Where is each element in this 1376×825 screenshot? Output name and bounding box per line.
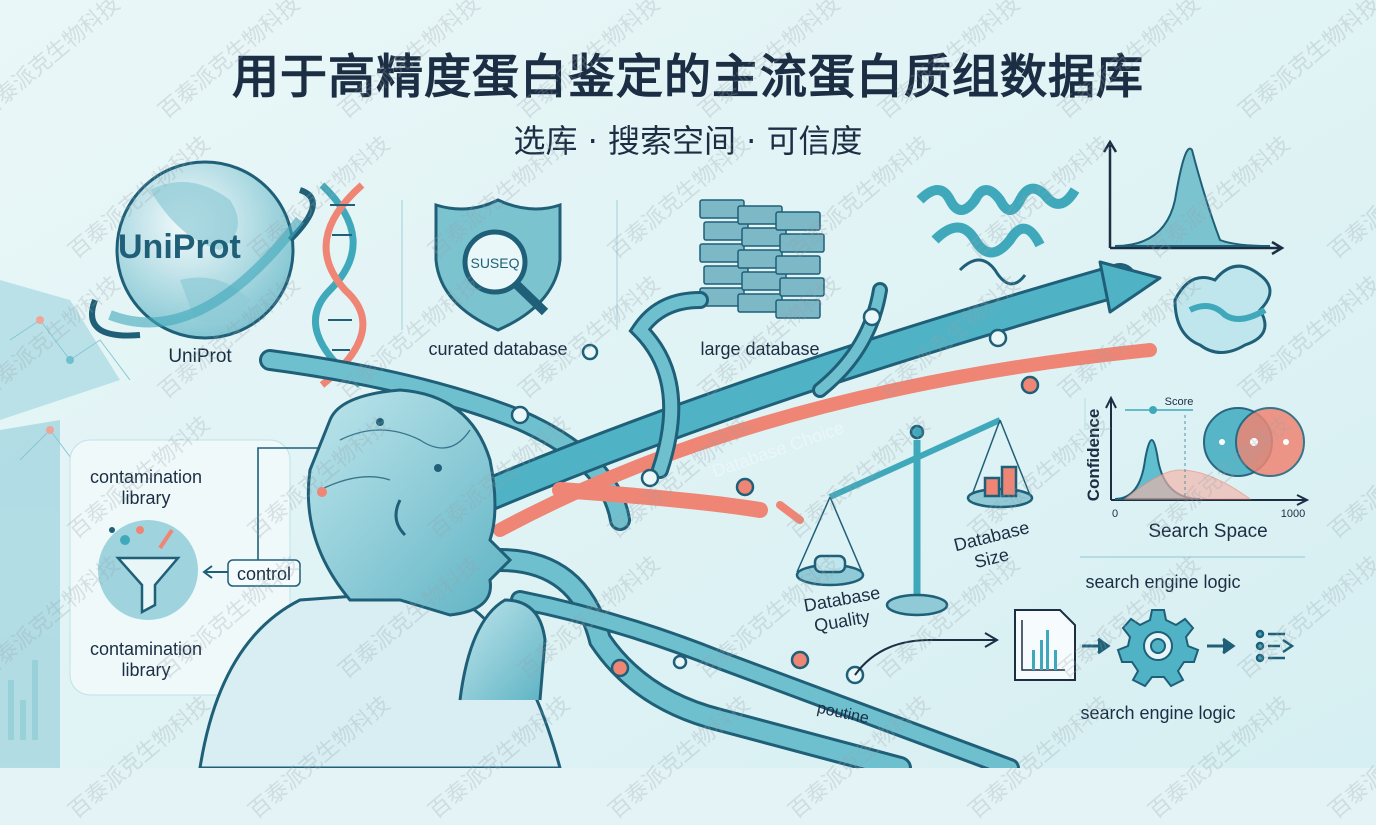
confidence-axis-label: Confidence — [1084, 409, 1103, 502]
infographic-illustration: control contamination library contaminat… — [0, 0, 1376, 768]
contamination-library-label-bottom-2: library — [121, 660, 170, 680]
search-engine-logic-label-bottom: search engine logic — [1080, 703, 1235, 723]
balance-scale-icon — [795, 417, 1034, 617]
arrow-icon — [1082, 637, 1111, 655]
protein-fold-icon — [1173, 264, 1272, 354]
x-min-label: 0 — [1112, 508, 1118, 520]
shield-text: SUSEQ — [470, 255, 519, 271]
protein-structure-icon — [916, 183, 1080, 286]
search-engine-logic-label-top: search engine logic — [1085, 572, 1240, 592]
server-unit — [775, 299, 821, 319]
server-unit — [779, 277, 825, 297]
distribution-chart-icon — [1102, 139, 1285, 256]
score-marker — [1149, 406, 1157, 414]
x-max-label: 1000 — [1281, 508, 1305, 520]
uniprot-label: UniProt — [168, 346, 232, 367]
gear-icon — [1116, 609, 1200, 688]
funnel-icon — [109, 526, 181, 615]
curated-database-label: curated database — [428, 339, 567, 359]
contamination-library-label-bottom: contamination — [90, 639, 202, 659]
list-output-icon — [1255, 629, 1295, 663]
arrow-icon — [1207, 637, 1236, 655]
shield-search-icon: SUSEQ — [434, 198, 562, 332]
contamination-library-label-top-2: library — [121, 488, 170, 508]
server-unit — [775, 255, 821, 275]
dna-helix-icon — [312, 182, 367, 388]
control-label: control — [237, 564, 291, 584]
page-subtitle: 选库 · 搜索空间 · 可信度 — [513, 122, 863, 160]
search-space-axis-label: Search Space — [1148, 521, 1267, 542]
left-data-panel — [0, 280, 131, 768]
uniprot-globe-icon: UniProt — [89, 160, 316, 340]
contamination-library-label-top: contamination — [90, 467, 202, 487]
large-database-label: large database — [700, 339, 819, 359]
control-box — [227, 559, 301, 587]
person-thinking-illustration — [198, 388, 562, 768]
server-stack-icon — [699, 199, 825, 319]
report-document-icon — [1014, 609, 1076, 681]
uniprot-logo-text: UniProt — [118, 228, 241, 266]
server-unit — [779, 233, 825, 253]
confidence-mini-chart — [1080, 395, 1310, 558]
server-unit — [775, 211, 821, 231]
pathways — [259, 260, 1162, 768]
score-label: Score — [1165, 396, 1194, 408]
page-title: 用于高精度蛋白鉴定的主流蛋白质组数据库 — [232, 50, 1144, 105]
